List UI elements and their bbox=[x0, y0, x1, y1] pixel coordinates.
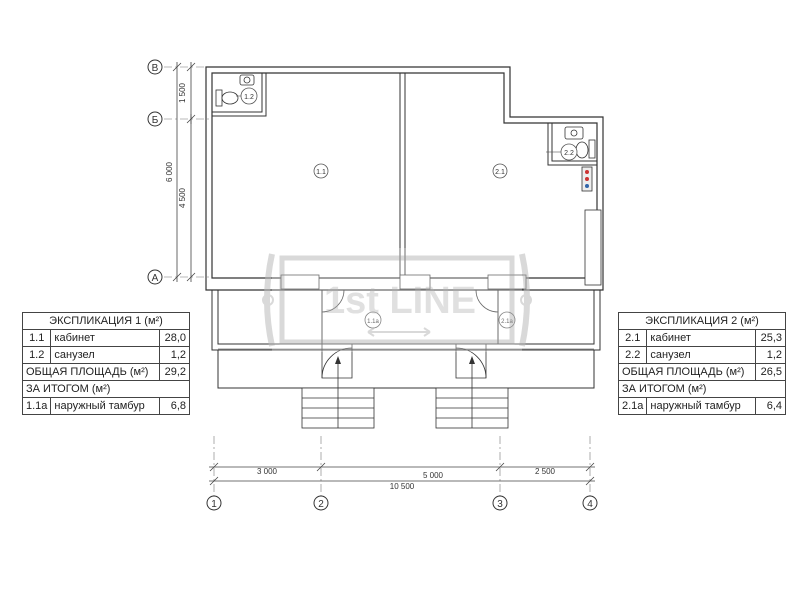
explication-table-1: ЭКСПЛИКАЦИЯ 1 (м²) 1.1 кабинет 28,0 1.2 … bbox=[21, 312, 191, 415]
svg-text:В: В bbox=[152, 63, 159, 74]
svg-text:2.1: 2.1 bbox=[495, 169, 505, 176]
dim-2500: 2 500 bbox=[535, 467, 556, 476]
svg-text:Б: Б bbox=[152, 115, 159, 126]
svg-text:2.1а: 2.1а bbox=[501, 319, 513, 325]
svg-text:1.1а: 1.1а bbox=[367, 319, 379, 325]
interior-walls bbox=[212, 73, 597, 278]
svg-text:2.2: 2.2 bbox=[564, 150, 574, 157]
table-row-subtotal: ЗА ИТОГОМ (м²) bbox=[22, 380, 190, 398]
svg-text:А: А bbox=[152, 273, 159, 284]
stairs-right bbox=[435, 387, 509, 429]
horizontal-dimension-lines bbox=[209, 462, 595, 486]
svg-text:1st LINE: 1st LINE bbox=[324, 280, 476, 322]
axis-marker-col-1: 1 bbox=[206, 495, 222, 511]
axis-marker-row-v: В bbox=[147, 59, 163, 75]
dim-1500: 1 500 bbox=[178, 82, 187, 103]
dim-5000: 5 000 bbox=[423, 471, 444, 480]
dim-4500: 4 500 bbox=[178, 187, 187, 208]
stairs-left bbox=[301, 387, 375, 429]
dim-6000: 6 000 bbox=[165, 161, 174, 182]
room-label-1-2: 1.2 bbox=[236, 87, 258, 105]
wc-fixtures-2 bbox=[564, 126, 596, 192]
dim-3000: 3 000 bbox=[257, 467, 278, 476]
vertical-dimension-lines bbox=[172, 62, 196, 282]
axis-marker-col-2: 2 bbox=[313, 495, 329, 511]
room-label-2-2: 2.2 bbox=[546, 143, 578, 161]
explication-table-2: ЭКСПЛИКАЦИЯ 2 (м²) 2.1 кабинет 25,3 2.2 … bbox=[617, 312, 787, 415]
windows bbox=[280, 209, 602, 290]
axis-marker-col-3: 3 bbox=[492, 495, 508, 511]
svg-text:1.2: 1.2 bbox=[244, 94, 254, 101]
axis-marker-row-a: А bbox=[147, 269, 163, 285]
table-row: 2.1 кабинет 25,3 bbox=[617, 329, 787, 347]
axis-marker-row-b: Б bbox=[147, 111, 163, 127]
table-row-total: ОБЩАЯ ПЛОЩАДЬ (м²) 26,5 bbox=[618, 363, 787, 381]
room-label-1-1: 1.1 bbox=[313, 163, 329, 179]
row-grid-lines bbox=[164, 66, 210, 278]
table-row: 2.1а наружный тамбур 6,4 bbox=[617, 397, 787, 415]
table-row: 2.2 санузел 1,2 bbox=[617, 346, 787, 364]
wc-fixtures-1 bbox=[215, 74, 255, 107]
table-row: 1.1 кабинет 28,0 bbox=[21, 329, 191, 347]
axis-marker-col-4: 4 bbox=[582, 495, 598, 511]
table-row-subtotal: ЗА ИТОГОМ (м²) bbox=[618, 380, 786, 398]
explication-1-title: ЭКСПЛИКАЦИЯ 1 (м²) bbox=[22, 312, 190, 330]
watermark-logo: 1st LINE bbox=[262, 248, 532, 352]
svg-text:2: 2 bbox=[318, 499, 324, 510]
explication-2-title: ЭКСПЛИКАЦИЯ 2 (м²) bbox=[618, 312, 786, 330]
svg-text:1: 1 bbox=[211, 499, 217, 510]
dim-10500: 10 500 bbox=[390, 482, 415, 491]
table-row: 1.2 санузел 1,2 bbox=[21, 346, 191, 364]
table-row-total: ОБЩАЯ ПЛОЩАДЬ (м²) 29,2 bbox=[22, 363, 191, 381]
room-label-2-1: 2.1 bbox=[492, 163, 508, 179]
door-swings bbox=[321, 289, 499, 379]
entry-arrows bbox=[335, 356, 475, 388]
svg-text:1.1: 1.1 bbox=[316, 169, 326, 176]
exterior-walls bbox=[205, 66, 604, 291]
svg-text:4: 4 bbox=[587, 499, 593, 510]
svg-text:3: 3 bbox=[497, 499, 503, 510]
table-row: 1.1а наружный тамбур 6,8 bbox=[21, 397, 191, 415]
column-grid-lines bbox=[213, 436, 591, 496]
